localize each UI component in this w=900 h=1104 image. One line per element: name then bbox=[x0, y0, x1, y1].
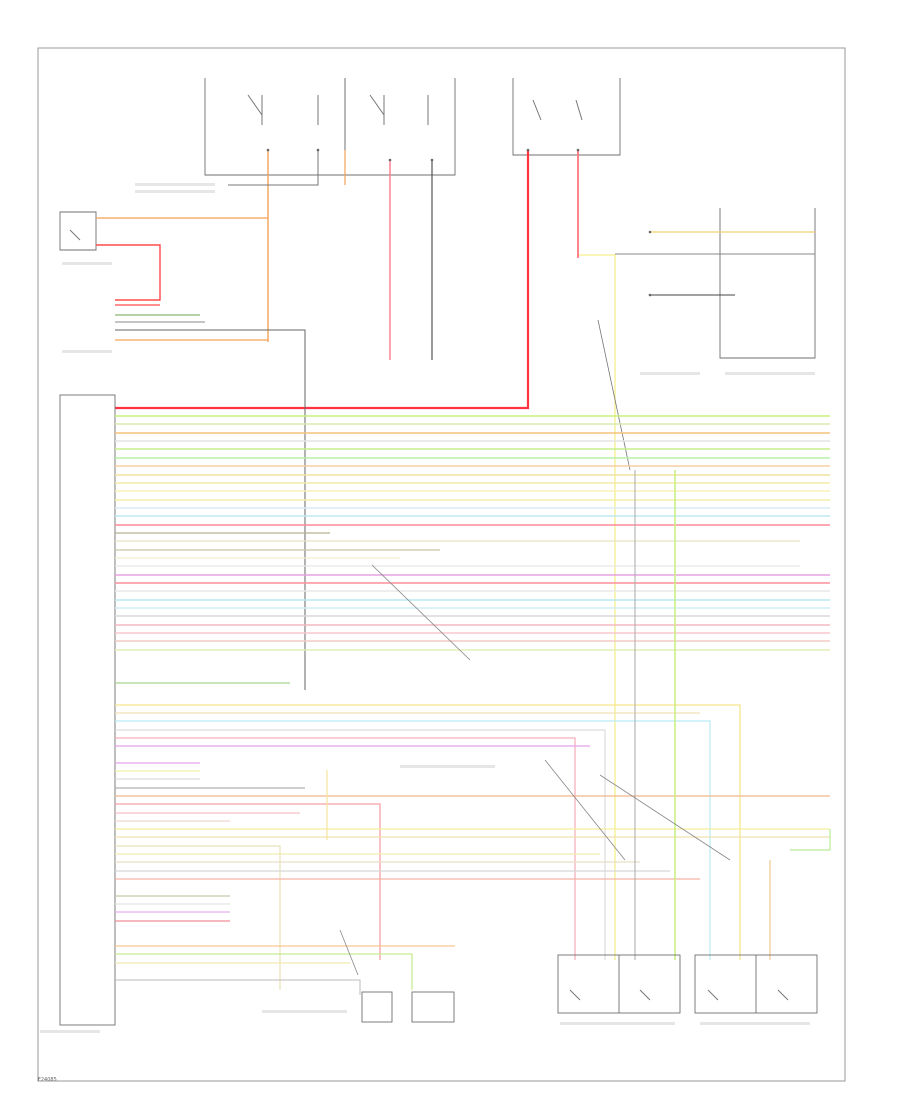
wire-lower-28 bbox=[115, 953, 413, 990]
wire-sensor-diag bbox=[597, 319, 631, 471]
wire-right-loop bbox=[790, 829, 831, 851]
connector-dot bbox=[526, 148, 530, 152]
fuse-symbols bbox=[532, 99, 583, 121]
label-block bbox=[560, 1022, 675, 1025]
resistor-symbol bbox=[69, 229, 81, 241]
wire-blower-black bbox=[115, 329, 306, 690]
wire-lower-18 bbox=[115, 845, 281, 990]
connector-dot bbox=[648, 293, 652, 297]
label-block bbox=[400, 765, 495, 768]
connector-dot bbox=[430, 158, 434, 162]
top-junction-boxes bbox=[59, 78, 621, 251]
bottom-components bbox=[361, 954, 818, 1023]
sensor-box-outline bbox=[719, 208, 816, 359]
label-block bbox=[640, 372, 700, 375]
wire-feed-gray bbox=[228, 150, 319, 186]
figure-code: F24085 bbox=[38, 1077, 57, 1083]
wire-blower-red bbox=[96, 244, 161, 301]
callout-leader-lines bbox=[544, 759, 731, 861]
wire-lower-13 bbox=[115, 803, 381, 960]
fuse-box-middle bbox=[344, 78, 456, 176]
diagram-frame bbox=[37, 47, 846, 1082]
actuator-box-2 bbox=[411, 991, 455, 1023]
label-block bbox=[40, 1030, 100, 1033]
callout-leader-line-2 bbox=[371, 564, 471, 661]
fuse-box-right bbox=[512, 78, 621, 156]
wire-lower-4 bbox=[115, 720, 711, 960]
connector-dot bbox=[648, 230, 652, 234]
connector-dot bbox=[388, 158, 392, 162]
label-block bbox=[725, 372, 815, 375]
blower-wiring bbox=[96, 217, 306, 690]
wire-ignition-yellow bbox=[577, 150, 616, 960]
label-block bbox=[262, 1010, 347, 1013]
connector-dot bbox=[576, 148, 580, 152]
blower-resistor-box bbox=[59, 211, 97, 251]
wire-lower-5 bbox=[115, 729, 606, 960]
connector-dot bbox=[316, 148, 320, 152]
connector-dot bbox=[266, 148, 270, 152]
wire-lower-2 bbox=[115, 704, 741, 960]
callout-leader-line-3 bbox=[339, 929, 359, 976]
label-block bbox=[135, 183, 215, 186]
control-module-box bbox=[59, 394, 116, 1026]
wire-battery-red bbox=[115, 150, 530, 410]
label-block bbox=[62, 262, 112, 265]
label-block bbox=[700, 1022, 810, 1025]
motor-symbols bbox=[569, 989, 789, 1001]
actuator-box-1 bbox=[361, 991, 393, 1023]
relay-switches bbox=[247, 94, 429, 125]
wire-lower-30 bbox=[115, 979, 361, 995]
label-block bbox=[62, 350, 112, 353]
label-placeholders bbox=[40, 183, 815, 1033]
lower-wires bbox=[115, 470, 831, 995]
feed-wires bbox=[115, 150, 616, 960]
wire-lower-6 bbox=[115, 737, 576, 960]
bus-wires bbox=[115, 415, 830, 651]
connector-dots bbox=[266, 148, 652, 297]
label-block bbox=[135, 190, 215, 193]
sensor-box bbox=[597, 208, 816, 471]
fuse-box-left bbox=[204, 78, 346, 176]
